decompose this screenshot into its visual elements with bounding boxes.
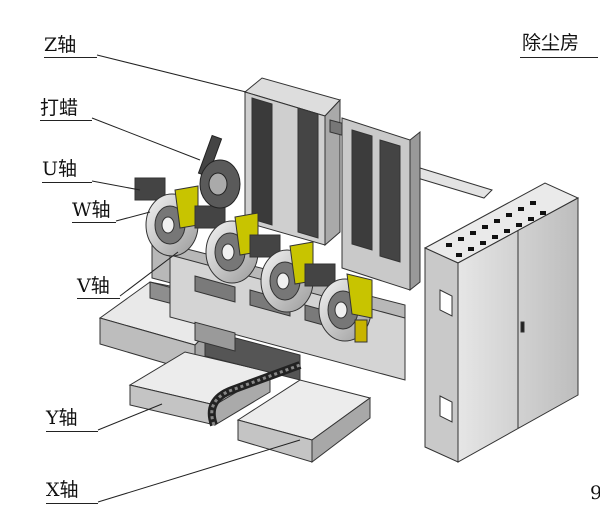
grinding-head-1 bbox=[134, 177, 199, 257]
label-dust-room: 除尘房 bbox=[522, 32, 580, 54]
label-dust-room-underline bbox=[520, 57, 598, 58]
label-v-axis-underline bbox=[77, 298, 120, 299]
label-x-axis-underline bbox=[46, 503, 98, 504]
grinding-head-4 bbox=[304, 263, 373, 343]
label-u-axis: U轴 bbox=[42, 158, 78, 180]
grinding-head-3 bbox=[249, 234, 314, 313]
label-y-axis: Y轴 bbox=[46, 407, 78, 429]
label-w-axis-underline bbox=[72, 222, 116, 223]
gantry-frame bbox=[243, 77, 421, 292]
cable-chain bbox=[207, 361, 302, 427]
label-waxing: 打蜡 bbox=[40, 97, 79, 119]
label-v-axis: V轴 bbox=[77, 275, 110, 297]
leader-lines bbox=[91, 54, 301, 503]
label-y-axis-underline bbox=[46, 431, 98, 432]
label-x-axis: X轴 bbox=[46, 479, 79, 501]
label-w-axis: W轴 bbox=[72, 199, 111, 221]
waxing-unit bbox=[197, 134, 241, 209]
label-waxing-underline bbox=[40, 120, 92, 121]
page-number: 9 bbox=[590, 482, 600, 504]
label-z-axis: Z轴 bbox=[44, 34, 77, 56]
electrical-cabinet bbox=[423, 182, 580, 463]
label-z-axis-underline bbox=[44, 57, 97, 58]
label-u-axis-underline bbox=[42, 182, 92, 183]
